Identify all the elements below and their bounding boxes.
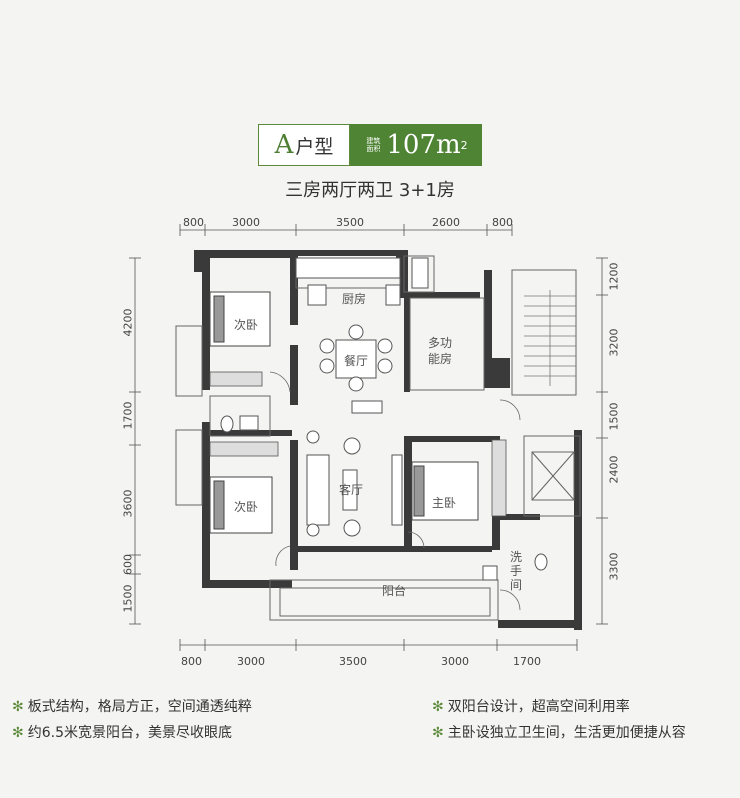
area-unit-sup: 2 [460,138,468,152]
room-multipurpose-line1: 多功 [428,336,453,350]
feature-1-text: 板式结构，格局方正，空间通透纯粹 [27,699,252,715]
room-bath-line2: 手 [510,564,523,578]
room-multipurpose-line2: 能房 [428,352,453,366]
furniture-living [295,257,403,537]
feature-3: ✻双阳台设计，超高空间利用率 [432,696,630,716]
furniture-wardrobes [209,371,507,517]
stair-lines [524,290,576,386]
room-balcony: 阳台 [382,584,407,598]
dim-bottom-1: 800 [181,655,202,668]
bullet-star-icon: ✻ [12,725,24,741]
unit-type-letter: A [274,130,294,160]
area-caption-line1: 建筑 [366,137,381,145]
room-bath-line3: 间 [510,578,523,592]
feature-1: ✻板式结构，格局方正，空间通透纯粹 [12,696,252,716]
room-living: 客厅 [339,483,364,497]
dim-top-2: 3000 [232,216,260,229]
dim-bottom-5: 1700 [513,655,541,668]
elevator-shaft [531,451,575,501]
room-bedroom2-bottom: 次卧 [234,500,259,514]
feature-4-text: 主卧设独立卫生间，生活更加便捷从容 [447,725,686,741]
thin-outlines [175,255,581,621]
dim-top-3: 3500 [336,216,364,229]
furniture-bathrooms [220,257,548,581]
area-value: 107m [386,130,461,160]
door-swings [269,371,521,611]
unit-type-suffix: 户型 [295,135,334,158]
room-bath-line1: 洗 [510,550,523,564]
area-caption: 建筑 面积 [364,137,382,153]
dim-top-5: 800 [492,216,513,229]
furniture-dining [319,324,393,414]
dim-bottom-3: 3500 [339,655,367,668]
room-kitchen: 厨房 [342,292,367,306]
feature-2: ✻约6.5米宽景阳台，美景尽收眼底 [12,722,232,742]
dimension-lines [129,224,608,651]
furniture-beds [209,291,479,534]
dim-bottom-4: 3000 [441,655,469,668]
feature-2-text: 约6.5米宽景阳台，美景尽收眼底 [27,725,232,741]
room-dining: 餐厅 [344,354,369,368]
bullet-star-icon: ✻ [432,699,444,715]
dim-bottom-2: 3000 [237,655,265,668]
dim-top-4: 2600 [432,216,460,229]
area-caption-line2: 面积 [366,145,381,153]
bullet-star-icon: ✻ [432,725,444,741]
room-bedroom2-top: 次卧 [234,318,259,332]
room-master: 主卧 [432,496,457,510]
feature-3-text: 双阳台设计，超高空间利用率 [447,699,630,715]
layout-subtitle: 三房两厅两卫 3+1房 [285,180,455,201]
unit-type-label: A 户型 [258,124,350,166]
feature-4: ✻主卧设独立卫生间，生活更加便捷从容 [432,722,686,742]
dim-top-1: 800 [183,216,204,229]
bullet-star-icon: ✻ [12,699,24,715]
